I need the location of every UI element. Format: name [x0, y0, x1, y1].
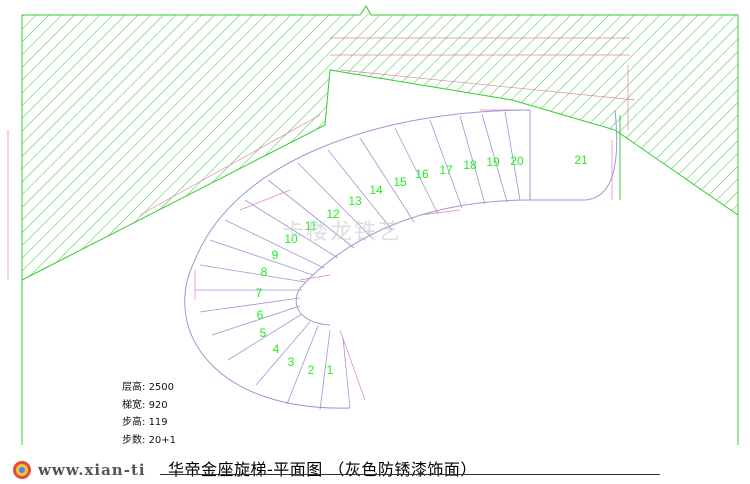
tread-line	[394, 127, 439, 215]
step-number: 16	[415, 167, 429, 181]
step-number: 13	[348, 194, 362, 208]
spec-step-height: 步高: 119	[122, 417, 168, 428]
tread-line	[227, 313, 303, 361]
tread-line	[504, 111, 521, 201]
tread-line	[342, 337, 351, 409]
title-underline	[160, 474, 660, 475]
tread-line	[459, 115, 486, 205]
tread-lines	[195, 111, 521, 411]
step-number: 3	[288, 355, 295, 369]
tread-line	[209, 239, 314, 276]
tread-line	[267, 179, 355, 249]
step-number: 6	[257, 308, 264, 322]
tread-line	[481, 113, 508, 203]
step-number: 7	[256, 286, 263, 300]
tread-line	[255, 321, 311, 386]
step-number: 14	[369, 183, 383, 197]
spec-floor-height: 层高: 2500	[122, 382, 175, 393]
step-number: 4	[273, 342, 280, 356]
watermark: 卡楼龙铁艺	[282, 220, 403, 245]
drawing-title: 华帝金座旋梯-平面图 （灰色防锈漆饰面）	[168, 460, 477, 479]
tread-line	[199, 264, 306, 283]
tread-line	[224, 219, 325, 269]
step-number: 19	[486, 155, 500, 169]
tread-line	[286, 325, 319, 405]
step-number: 11	[305, 219, 318, 233]
step-number: 1	[327, 363, 334, 377]
step-number: 20	[510, 154, 524, 168]
tread-line	[429, 119, 463, 209]
website-text: www.xian-ti	[38, 461, 146, 479]
tread-line	[319, 329, 331, 411]
tread-line	[297, 162, 373, 239]
landing-number: 21	[574, 153, 588, 167]
step-number: 12	[326, 207, 340, 221]
step-number: 15	[393, 175, 407, 189]
tread-line	[244, 199, 339, 259]
step-number: 18	[463, 158, 477, 172]
step-number: 17	[439, 163, 453, 177]
step-number: 9	[272, 248, 279, 262]
step-number: 5	[260, 326, 267, 340]
tread-line	[327, 149, 393, 231]
hatched-slab-region	[21, 5, 739, 281]
step-number: 10	[284, 232, 298, 246]
spec-step-count: 步数: 20+1	[122, 435, 177, 446]
tread-line	[199, 297, 301, 313]
tread-line	[359, 137, 415, 223]
site-logo-icon	[13, 461, 31, 479]
step-number: 2	[308, 363, 315, 377]
spiral-stair-outline	[184, 109, 618, 409]
step-number: 8	[261, 265, 268, 279]
spec-stair-width: 梯宽: 920	[122, 400, 168, 411]
tread-line	[211, 305, 301, 336]
